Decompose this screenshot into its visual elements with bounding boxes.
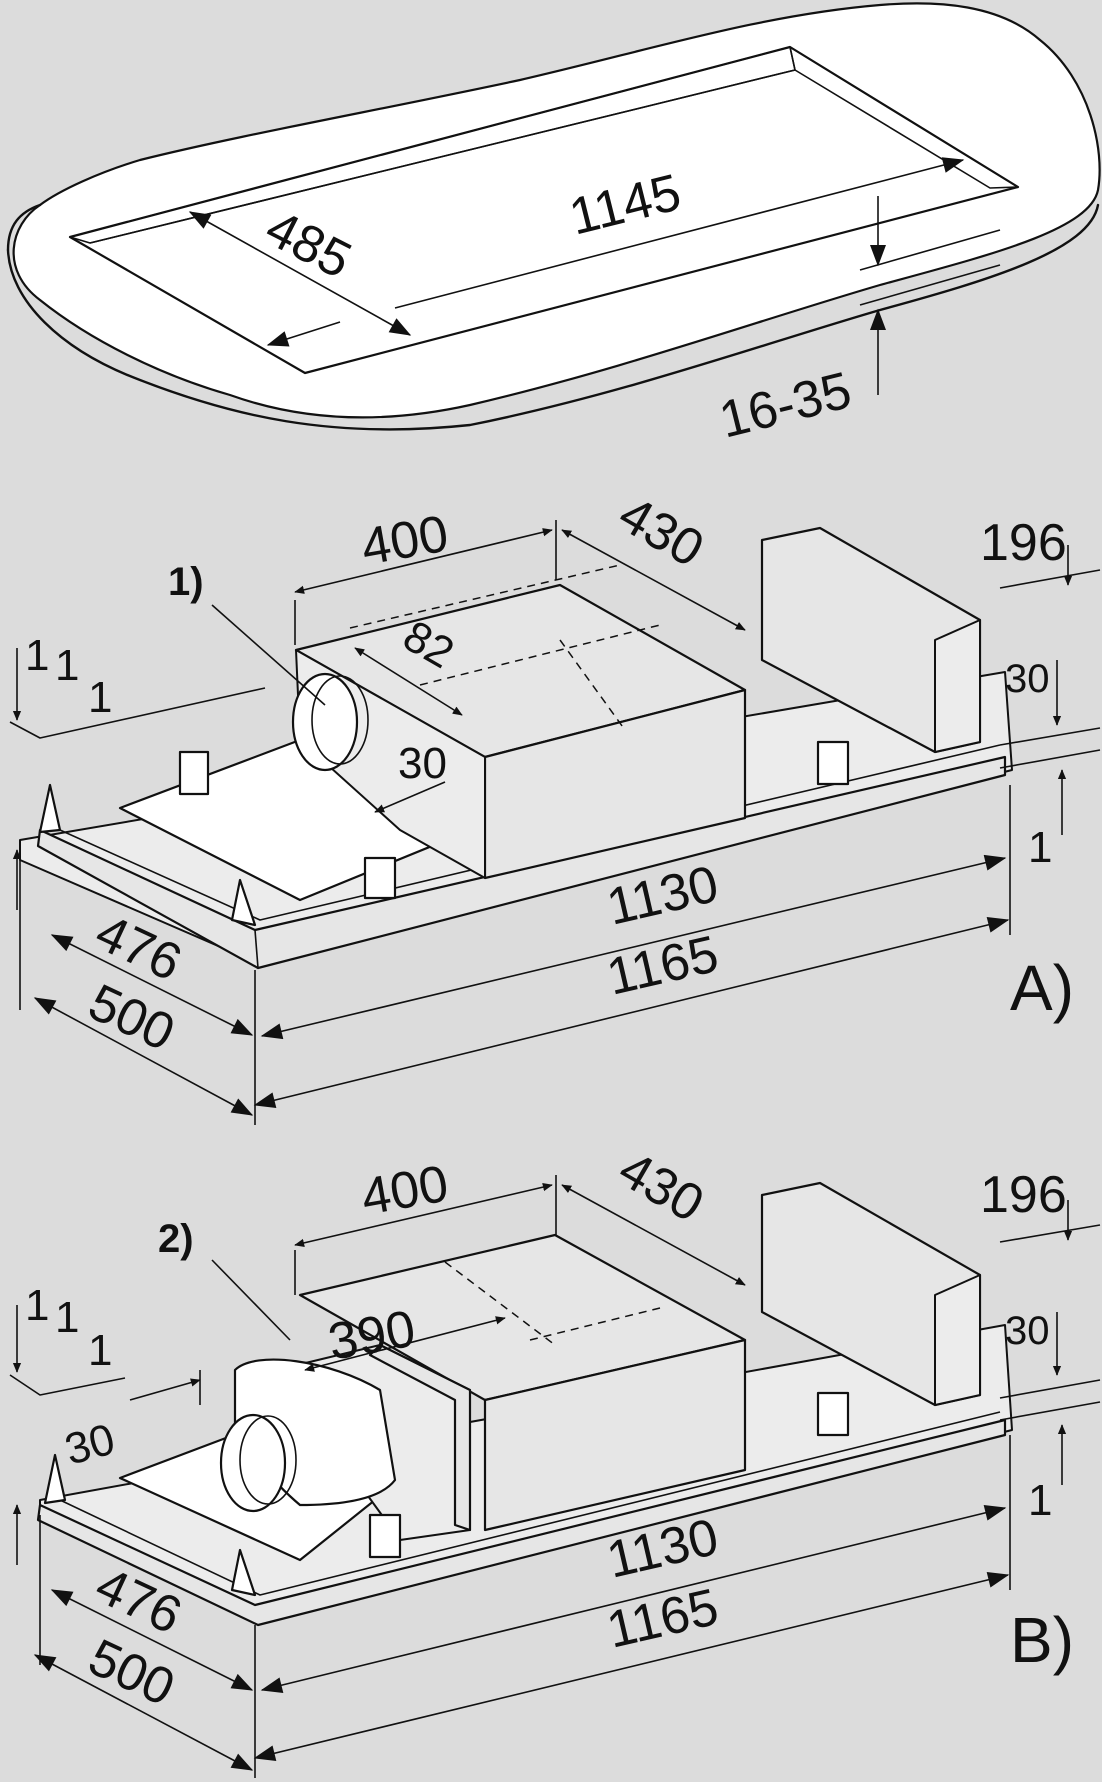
b-outer-width: 500 [80,1628,183,1717]
hook [38,783,62,834]
b-outer-length: 1165 [602,1578,724,1660]
cutout-width-aux [266,321,341,347]
cutout-length-line [394,157,965,309]
b-pipe-offset: 30 [60,1415,120,1475]
worktop-cutout: 1145 485 16-35 [6,2,1101,450]
worktop-edge [6,203,1100,431]
spigot-ring [291,672,359,772]
variant-a-label: A) [1010,952,1074,1024]
a-left-tick-1: 1 [25,631,49,680]
b-box-length: 400 [357,1155,453,1227]
b-right-tick: 1 [1028,1476,1052,1525]
a-pipe-offset: 30 [398,739,447,788]
a-box-length: 400 [357,505,453,577]
b-height: 196 [980,1166,1067,1224]
spigot-ring [219,1413,287,1513]
a-left-tick-3: 1 [88,673,112,722]
hook [43,1453,67,1505]
blower-box-front [483,1338,747,1532]
thickness-label: 16-35 [714,361,857,449]
a-reference: 1) [168,560,204,604]
clip [816,1391,850,1437]
clip [178,750,210,796]
variant-b-label: B) [1010,1604,1074,1676]
a-right-tick: 1 [1028,823,1052,872]
clip [363,856,397,900]
clip [816,740,850,786]
hook [230,878,257,927]
a-right-offset: 30 [1005,657,1050,701]
clip [368,1513,402,1559]
b-left-tick-2: 1 [55,1293,79,1342]
b-left-tick-3: 1 [88,1326,112,1375]
a-left-tick-2: 1 [55,641,79,690]
b-right-offset: 30 [1005,1309,1050,1353]
cutout-width-line [188,211,412,336]
b-reference: 2) [158,1217,194,1261]
a-height: 196 [980,514,1067,572]
b-left-tick-1: 1 [25,1281,49,1330]
